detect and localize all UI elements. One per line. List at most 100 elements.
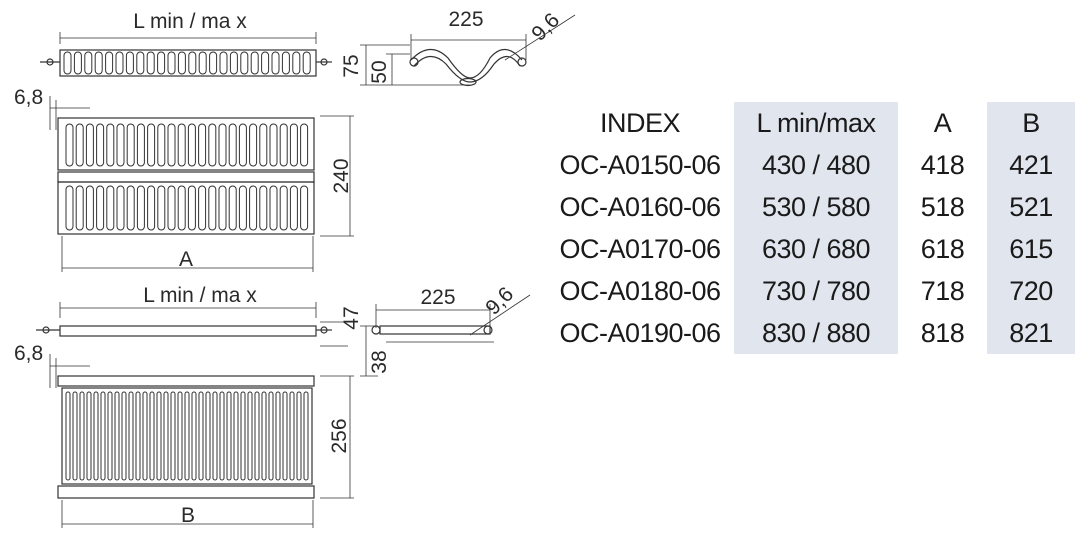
label-225-1: 225 [448, 8, 483, 31]
rack-slot [233, 391, 239, 481]
rack-slot [107, 391, 113, 481]
rack-slot [72, 391, 78, 481]
table-row: OC-A0190-06 830 / 880 818 821 [546, 312, 1075, 354]
rack-slot [106, 185, 115, 231]
rack-slot [93, 391, 99, 481]
side-profile-2: 225 9,6 38 [360, 283, 531, 377]
rack-slot [238, 185, 247, 231]
cell-b: 720 [987, 270, 1075, 312]
rack-slot [261, 51, 270, 75]
cell-b: 615 [987, 228, 1075, 270]
rack-slot [65, 123, 74, 167]
rack-slot [282, 391, 288, 481]
rack-slot [136, 123, 145, 167]
rack-slot [212, 391, 218, 481]
label-225-2: 225 [420, 286, 455, 309]
rack-slot [218, 123, 227, 167]
rack-slot [125, 51, 134, 75]
rack-slot [177, 391, 183, 481]
cell-length: 630 / 680 [734, 228, 898, 270]
rack-slot [167, 123, 176, 167]
cell-a: 418 [898, 144, 987, 186]
rack-slot [149, 391, 155, 481]
rack-slot [296, 391, 302, 481]
rack-slot [86, 391, 92, 481]
rack-slot [289, 185, 298, 231]
label-75: 75 [340, 54, 363, 77]
cell-length: 830 / 880 [734, 312, 898, 354]
table-row: OC-A0150-06 430 / 480 418 421 [546, 144, 1075, 186]
rack-slot [177, 123, 186, 167]
label-B: B [181, 504, 195, 527]
header-b: B [987, 102, 1075, 144]
cup-rack-top-strip: L min / ma x 47 [36, 284, 363, 347]
rack-slot [275, 391, 281, 481]
rack-slot [219, 51, 228, 75]
rack-slot [96, 185, 105, 231]
rack-slot [198, 185, 207, 231]
rack-slot [218, 185, 227, 231]
rack-slot [75, 185, 84, 231]
rack-slot [289, 123, 298, 167]
rack-slot [228, 123, 237, 167]
rack-slot [238, 123, 247, 167]
rack-slot [115, 51, 124, 75]
rack-slot [249, 123, 258, 167]
rack-slot [188, 51, 197, 75]
rack-slot [184, 391, 190, 481]
rack-slot [65, 185, 74, 231]
rack-slot [250, 51, 259, 75]
rack-slot [219, 391, 225, 481]
rack-slot [85, 123, 94, 167]
rack-slot [147, 185, 156, 231]
cell-a: 618 [898, 228, 987, 270]
rack-slot [269, 185, 278, 231]
rack-slot [105, 51, 114, 75]
rack-slot [156, 391, 162, 481]
rack-slot [271, 51, 280, 75]
rack-slot [65, 391, 71, 481]
rack-slot [198, 51, 207, 75]
rack-slot [146, 51, 155, 75]
rack-slot [126, 123, 135, 167]
cell-length: 530 / 580 [734, 186, 898, 228]
plate-rack-top-strip: L min / ma x [40, 10, 332, 77]
table-row: OC-A0170-06 630 / 680 618 615 [546, 228, 1075, 270]
rack-slot [63, 51, 72, 75]
rack-slot [289, 391, 295, 481]
cell-index: OC-A0150-06 [546, 144, 734, 186]
cell-a: 518 [898, 186, 987, 228]
rack-slot [126, 185, 135, 231]
header-a: A [898, 102, 987, 144]
rack-slot [269, 123, 278, 167]
rack-slot [170, 391, 176, 481]
rack-slot [249, 185, 258, 231]
label-38: 38 [368, 350, 391, 373]
label-256: 256 [328, 418, 351, 453]
rack-slot [136, 51, 145, 75]
rack-slot [254, 391, 260, 481]
rack-slot [135, 391, 141, 481]
label-A: A [179, 248, 193, 271]
rack-slot [247, 391, 253, 481]
label-240: 240 [330, 158, 353, 193]
side-profile-1: 225 9,6 75 50 [340, 8, 576, 87]
rack-slot [187, 123, 196, 167]
cell-b: 421 [987, 144, 1075, 186]
cell-b: 521 [987, 186, 1075, 228]
rack-slot [116, 185, 125, 231]
rack-slot [259, 123, 268, 167]
plate-rack-front: 6,8 240 A [14, 86, 354, 272]
rack-slot [85, 185, 94, 231]
label-length-2: L min / ma x [143, 284, 257, 307]
rack-slot [187, 185, 196, 231]
rack-slot [136, 185, 145, 231]
rack-slot [147, 123, 156, 167]
rack-slot [259, 185, 268, 231]
rack-slot [121, 391, 127, 481]
rack-slot [157, 123, 166, 167]
rack-slot [303, 391, 309, 481]
rack-slot [177, 185, 186, 231]
cell-b: 821 [987, 312, 1075, 354]
